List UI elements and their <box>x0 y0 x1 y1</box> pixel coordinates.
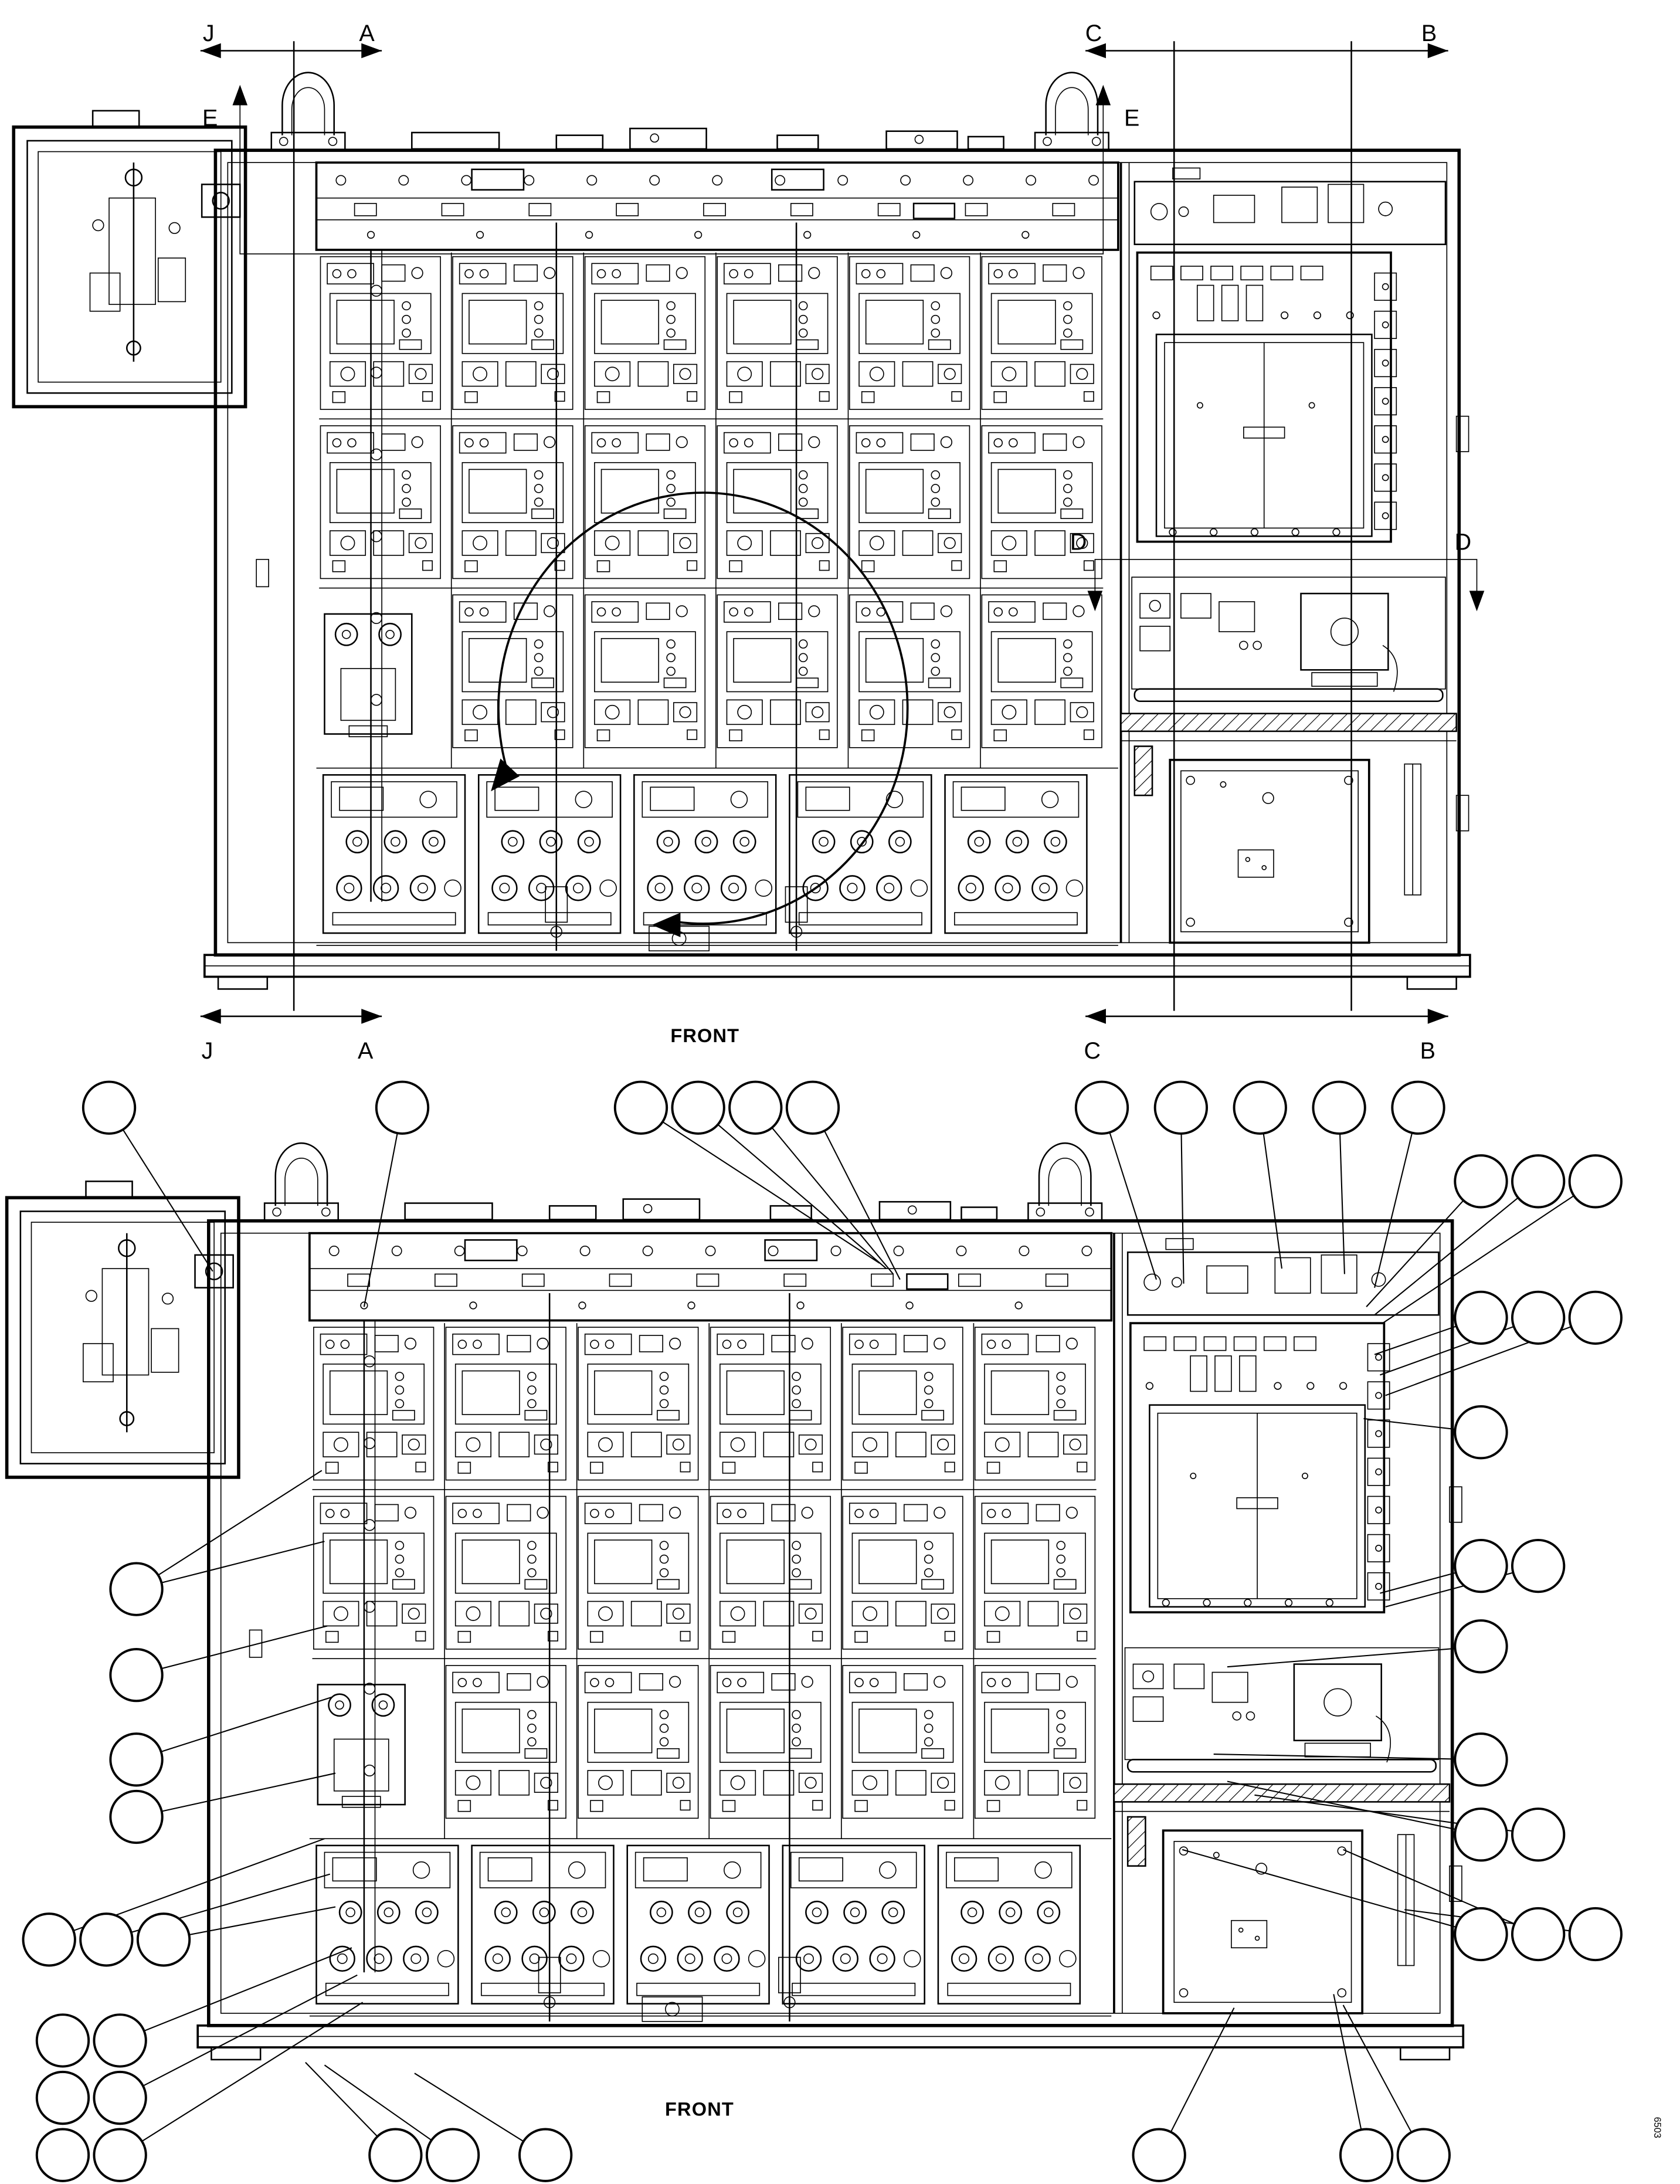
callout-balloon <box>79 1912 134 1967</box>
arrow-left-icon <box>200 43 221 59</box>
callout-balloon <box>1233 1080 1287 1135</box>
arrow-up-icon <box>1095 84 1111 106</box>
section-label-B-bottom: B <box>1420 1038 1435 1064</box>
section-label-E-right: E <box>1124 105 1139 131</box>
callout-balloon <box>35 2070 90 2125</box>
callout-balloon <box>728 1080 783 1135</box>
callout-balloon <box>109 1647 164 1703</box>
section-marker-E: E E <box>202 84 1139 131</box>
front-label-top-view: FRONT <box>670 1025 739 1046</box>
callout-balloon <box>1153 1080 1209 1135</box>
section-marker-D: D D <box>1070 530 1485 612</box>
callout-balloon <box>518 2128 573 2182</box>
callout-balloon <box>109 1562 164 1616</box>
callout-balloon <box>1511 1807 1566 1862</box>
arc-arrowhead-icon <box>651 913 681 938</box>
callout-balloon <box>136 1912 191 1967</box>
callout-balloon <box>425 2128 480 2182</box>
arrow-left-icon <box>1085 1009 1106 1024</box>
callout-balloon <box>35 2128 90 2182</box>
section-label-C-top: C <box>1085 21 1102 46</box>
callout-balloon <box>1511 1290 1566 1345</box>
callout-balloon <box>109 1789 164 1844</box>
callout-balloon <box>1454 1619 1508 1674</box>
callout-balloon <box>82 1080 137 1135</box>
section-label-E-left: E <box>202 105 218 131</box>
section-marker-CB-top: C B <box>1085 21 1448 59</box>
callout-balloon <box>1391 1080 1445 1135</box>
cabinet-drawing-bottom-view <box>7 1143 1464 2060</box>
callout-balloon <box>1312 1080 1366 1135</box>
section-label-J-top: J <box>203 21 215 46</box>
bottom-view: FRONT 6503 <box>7 1080 1662 2182</box>
arrow-up-icon <box>232 84 248 106</box>
arrow-right-icon <box>1427 43 1448 59</box>
callout-balloon <box>1396 2128 1451 2182</box>
callout-balloon <box>1454 1154 1508 1209</box>
callout-balloon <box>1454 1732 1508 1787</box>
callout-balloon <box>93 2013 147 2068</box>
callout-balloon <box>1568 1907 1623 1962</box>
callout-balloon <box>1511 1907 1566 1962</box>
callout-balloon <box>109 1732 164 1787</box>
callout-balloon <box>35 2013 90 2068</box>
cutting-plane-lines <box>239 41 1478 1011</box>
section-label-D-right: D <box>1455 530 1472 555</box>
callout-balloon <box>1132 2128 1186 2182</box>
section-label-C-bottom: C <box>1084 1038 1101 1064</box>
callout-balloons <box>22 1080 1623 2182</box>
callout-balloon <box>1568 1154 1623 1209</box>
section-marker-JA-top: J A <box>200 21 382 59</box>
callout-balloon <box>1511 1154 1566 1209</box>
section-label-D-left: D <box>1070 530 1087 555</box>
section-marker-CB-bottom: C B <box>1084 1009 1448 1064</box>
callout-balloon <box>1454 1290 1508 1345</box>
arc-arrowhead-icon <box>491 758 520 792</box>
callout-balloon <box>1339 2128 1394 2182</box>
arrow-left-icon <box>200 1009 221 1024</box>
arrow-down-icon <box>1469 591 1485 612</box>
callout-balloon <box>1454 1907 1508 1962</box>
cabinet-drawing-top-view <box>13 73 1470 989</box>
drawing-code: 6503 <box>1652 2117 1662 2138</box>
arrow-right-icon <box>361 43 382 59</box>
callout-balloon <box>1454 1405 1508 1460</box>
callout-balloon <box>785 1080 840 1135</box>
callout-balloon <box>671 1080 725 1135</box>
callout-balloon <box>1511 1538 1566 1593</box>
arrow-down-icon <box>1087 591 1103 612</box>
callout-balloon <box>375 1080 430 1135</box>
callout-balloon <box>22 1912 76 1967</box>
section-label-A-bottom: A <box>358 1038 374 1064</box>
section-label-J-bottom: J <box>202 1038 213 1064</box>
callout-balloon <box>1454 1538 1508 1593</box>
callout-balloon <box>1454 1807 1508 1862</box>
callout-balloon <box>93 2070 147 2125</box>
arrow-right-icon <box>361 1009 382 1024</box>
section-label-B-top: B <box>1421 21 1437 46</box>
arrow-right-icon <box>1427 1009 1448 1024</box>
callout-balloon <box>1074 1080 1129 1135</box>
callout-leader-lines <box>49 1107 1596 2156</box>
section-marker-JA-bottom: J A <box>200 1009 382 1064</box>
front-label-bottom-view: FRONT <box>665 2098 734 2119</box>
callout-balloon <box>93 2128 147 2182</box>
callout-balloon <box>1568 1290 1623 1345</box>
section-label-A-top: A <box>359 21 375 46</box>
callout-balloon <box>613 1080 668 1135</box>
top-view: J A C B E E D D J A C B FRONT <box>13 21 1485 1064</box>
arrow-left-icon <box>1085 43 1106 59</box>
callout-balloon <box>368 2128 423 2182</box>
rotation-arrow <box>491 491 909 938</box>
